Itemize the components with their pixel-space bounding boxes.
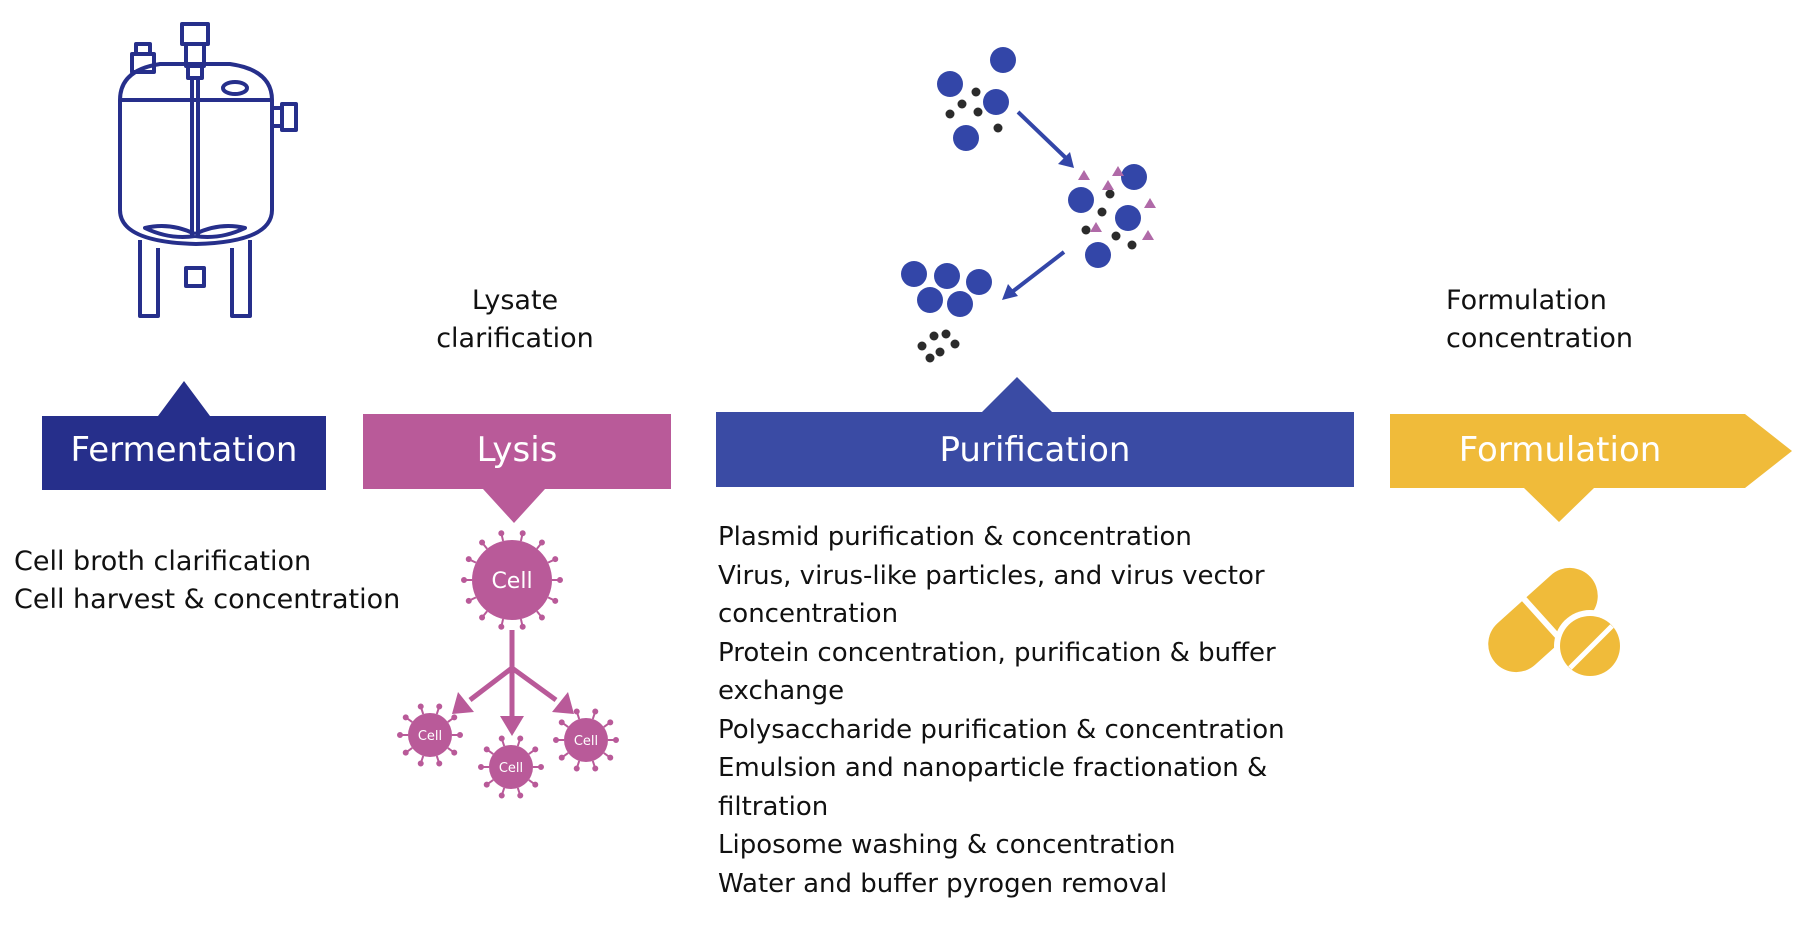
list-item: concentration: [718, 599, 899, 629]
cell-main: [472, 540, 552, 620]
fermentation-items: Cell broth clarification Cell harvest & …: [14, 543, 400, 619]
cell-label: Cell: [491, 569, 532, 594]
lysis-banner: [363, 414, 671, 523]
purification-label: Purification: [939, 430, 1131, 470]
lysis-caption: Lysate clarification: [436, 285, 594, 354]
cell-small-left: [408, 713, 452, 757]
purification-items: Plasmid purification & concentration Vir…: [718, 518, 1285, 903]
list-item: Protein concentration, purification & bu…: [718, 637, 1276, 668]
fermentation-label: Fermentation: [70, 430, 298, 470]
cell-small-middle: [489, 745, 533, 789]
list-item: Liposome washing & concentration: [718, 830, 1176, 860]
list-item: filtration: [718, 791, 829, 822]
formulation-caption: Formulation concentration: [1446, 285, 1633, 354]
list-item: Cell broth clarification: [14, 546, 312, 577]
list-item: Virus, virus-like particles, and virus v…: [718, 560, 1265, 591]
list-item: Plasmid purification & concentration: [718, 522, 1192, 552]
list-item: Cell harvest & concentration: [14, 584, 401, 615]
cell-small-right: [564, 718, 608, 762]
fermentation-banner: [42, 381, 326, 490]
lysis-label: Lysis: [476, 430, 558, 470]
list-item: Emulsion and nanoparticle fractionation …: [718, 753, 1268, 783]
cell-small-middle-label: Cell: [499, 761, 523, 776]
formulation-label: Formulation: [1458, 430, 1662, 470]
list-item: Polysaccharide purification & concentrat…: [718, 714, 1285, 745]
formulation-banner: [1390, 414, 1792, 522]
cell-small-left-label: Cell: [418, 729, 442, 744]
list-item: exchange: [718, 676, 845, 706]
list-item: Water and buffer pyrogen removal: [718, 868, 1168, 899]
purification-banner: [716, 377, 1354, 487]
cell-small-right-label: Cell: [574, 734, 598, 749]
